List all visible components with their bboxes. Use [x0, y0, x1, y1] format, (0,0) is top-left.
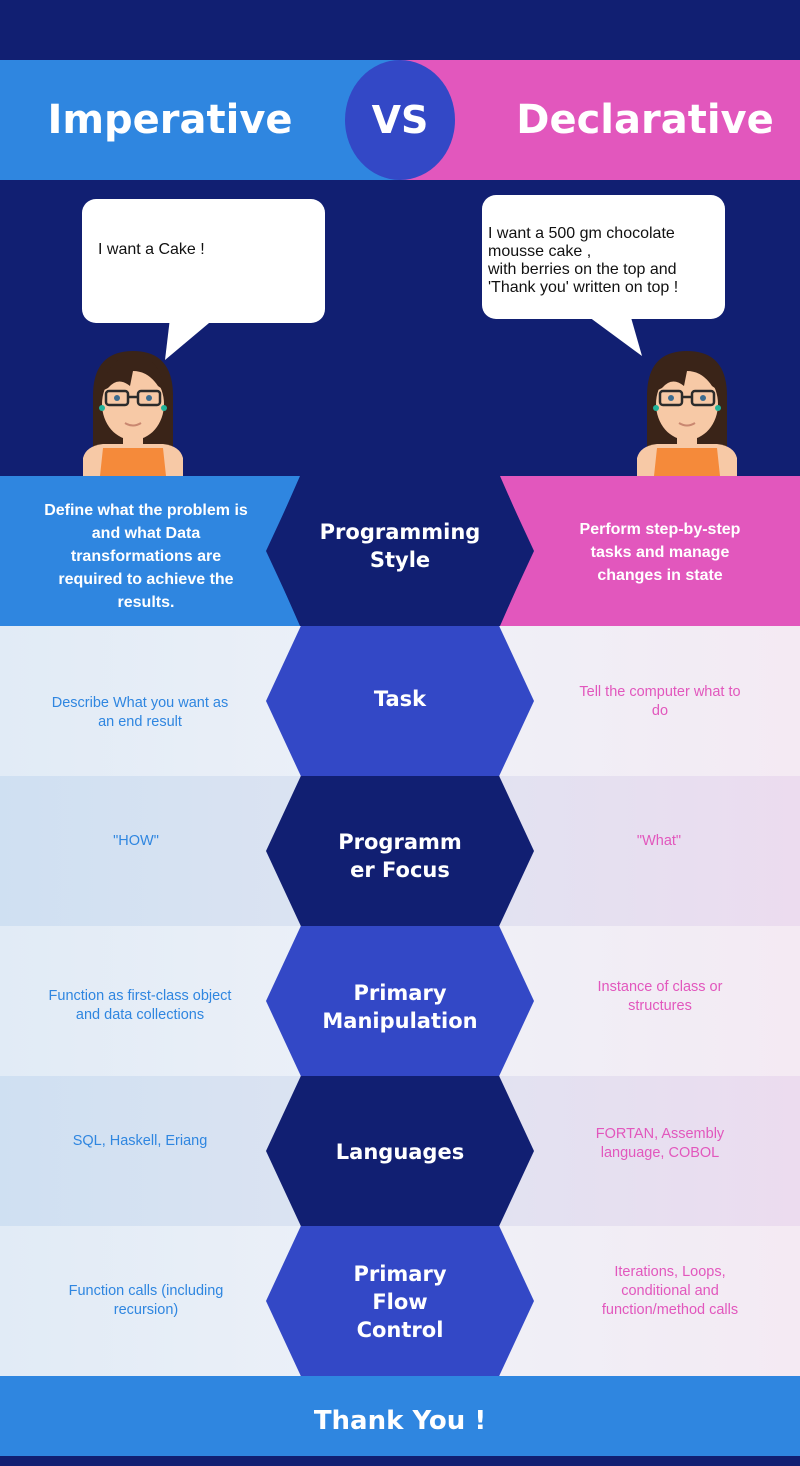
- row-languages-left-text: SQL, Haskell, Eriang: [30, 1132, 250, 1151]
- row-languages-hexagon: [266, 1076, 534, 1226]
- label-line: Primary: [353, 1262, 447, 1286]
- speech-bubble-left-text: I want a Cake !: [98, 241, 205, 258]
- row-languages-right-text: FORTAN, Assembly language, COBOL: [550, 1125, 770, 1163]
- vs-badge: VS: [345, 60, 455, 180]
- row-programmer-focus-left-text: "HOW": [30, 832, 242, 851]
- text-line: Function as first-class object: [48, 988, 232, 1004]
- row-programming-style-right-panel: [500, 476, 800, 626]
- label-line: Programm: [338, 830, 462, 854]
- row-programming-style-right-text: Perform step-by-step tasks and manage ch…: [540, 518, 780, 587]
- label-line: Programming: [319, 520, 481, 544]
- row-primary-flow-control-right-text: Iterations, Loops, conditional and funct…: [560, 1263, 780, 1320]
- label-line: Languages: [335, 1140, 465, 1164]
- text-line: transformations are: [70, 548, 222, 565]
- text-line: FORTAN, Assembly: [595, 1126, 725, 1142]
- text-line: changes in state: [597, 567, 723, 584]
- row-primary-flow-control-label: Primary Flow Control: [296, 1260, 504, 1344]
- text-line: required to achieve the: [58, 571, 234, 588]
- label-line: Flow: [372, 1290, 428, 1314]
- row-programming-style-left-text: Define what the problem is and what Data…: [26, 499, 266, 614]
- row-primary-flow-control-left-text: Function calls (including recursion): [36, 1282, 256, 1320]
- label-line: Style: [369, 548, 431, 572]
- declarative-title: Declarative: [516, 97, 774, 143]
- row-programming-style-left-panel: [0, 476, 300, 626]
- speech-bubble-right: I want a 500 gm chocolate mousse cake , …: [482, 195, 725, 319]
- text-line: do: [651, 703, 669, 719]
- label-line: Primary: [353, 981, 447, 1005]
- text-line: Describe What you want as: [51, 695, 229, 711]
- row-programmer-focus-label: Programm er Focus: [296, 828, 504, 884]
- imperative-title: Imperative: [47, 97, 293, 143]
- speech-bubble-left-tail: [165, 318, 215, 360]
- text-line: tasks and manage: [590, 544, 730, 561]
- text-line: Function calls (including: [68, 1283, 224, 1299]
- thank-you-footer: Thank You !: [0, 1376, 800, 1456]
- text-line: recursion): [113, 1302, 179, 1318]
- label-line: er Focus: [350, 858, 450, 882]
- text-line: and what Data: [91, 525, 201, 542]
- row-programmer-focus-hexagon: [266, 776, 534, 926]
- row-task-left-text: Describe What you want as an end result: [30, 694, 250, 732]
- text-line: function/method calls: [601, 1302, 739, 1318]
- row-task-label: Task: [296, 685, 504, 713]
- text-line: Define what the problem is: [44, 502, 248, 519]
- text-line: SQL, Haskell, Eriang: [72, 1133, 208, 1149]
- girl-avatar-left-icon: [83, 351, 183, 476]
- row-languages-label: Languages: [296, 1138, 504, 1166]
- text-line: and data collections: [75, 1007, 205, 1023]
- label-line: Task: [373, 687, 427, 711]
- speech-bubble-right-text: I want a 500 gm chocolate mousse cake , …: [488, 225, 723, 297]
- header-right-panel: [400, 60, 800, 180]
- girl-avatar-right-icon: [637, 351, 737, 476]
- row-primary-manipulation-left-text: Function as first-class object and data …: [24, 987, 256, 1025]
- row-primary-flow-control-hexagon: [266, 1226, 534, 1376]
- bubble-right-line: mousse cake ,: [488, 243, 592, 260]
- text-line: structures: [628, 998, 692, 1014]
- bubble-right-line: with berries on the top and: [488, 261, 677, 278]
- text-line: "What": [636, 833, 682, 849]
- text-line: results.: [117, 594, 175, 611]
- text-line: conditional and: [621, 1283, 719, 1299]
- header-left-panel: [0, 60, 400, 180]
- label-line: Manipulation: [322, 1009, 478, 1033]
- row-primary-manipulation-hexagon: [266, 926, 534, 1076]
- row-primary-manipulation-label: Primary Manipulation: [296, 979, 504, 1035]
- text-line: Iterations, Loops,: [614, 1264, 726, 1280]
- label-line: Control: [356, 1318, 444, 1342]
- bubble-right-line: 'Thank you' written on top !: [488, 279, 679, 296]
- bubble-right-line: I want a 500 gm chocolate: [488, 225, 675, 242]
- text-line: "HOW": [113, 833, 159, 849]
- row-task-right-text: Tell the computer what to do: [550, 683, 770, 721]
- text-line: language, COBOL: [600, 1145, 720, 1161]
- text-line: Perform step-by-step: [579, 521, 741, 538]
- text-line: an end result: [98, 714, 182, 730]
- row-programmer-focus-right-text: "What": [550, 832, 768, 851]
- speech-bubble-left: I want a Cake !: [82, 199, 325, 323]
- text-line: Tell the computer what to: [579, 684, 741, 700]
- row-programming-style-label: Programming Style: [296, 518, 504, 574]
- row-task-hexagon: [266, 626, 534, 776]
- row-programming-style-hexagon: [266, 476, 534, 626]
- speech-bubble-right-tail: [585, 314, 642, 356]
- text-line: Instance of class or: [597, 979, 723, 995]
- row-primary-manipulation-right-text: Instance of class or structures: [550, 978, 770, 1016]
